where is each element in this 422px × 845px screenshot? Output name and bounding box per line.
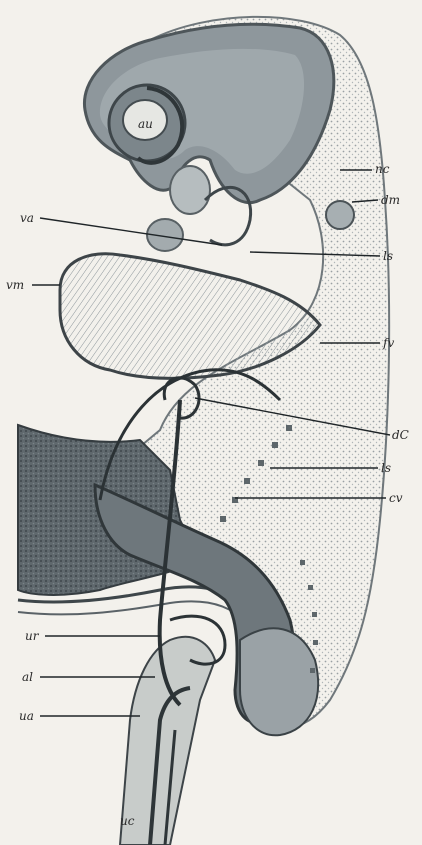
label-uc: uc <box>120 814 135 828</box>
tail-tip <box>240 628 318 735</box>
label-fv: fv <box>382 336 394 350</box>
label-ur: ur <box>25 629 40 643</box>
label-dm: dm <box>381 193 400 207</box>
label-cv: cv <box>389 491 403 505</box>
label-au: au <box>138 117 153 131</box>
label-nc: nc <box>375 162 390 176</box>
label-va: va <box>20 211 34 225</box>
label-al: al <box>22 670 33 684</box>
label-vm: vm <box>6 278 24 292</box>
label-dc: dC <box>392 428 409 442</box>
label-ua: ua <box>19 709 34 723</box>
dm-body <box>326 201 354 229</box>
label-ls-lower: ls <box>381 461 391 475</box>
label-ls-upper: ls <box>383 249 393 263</box>
